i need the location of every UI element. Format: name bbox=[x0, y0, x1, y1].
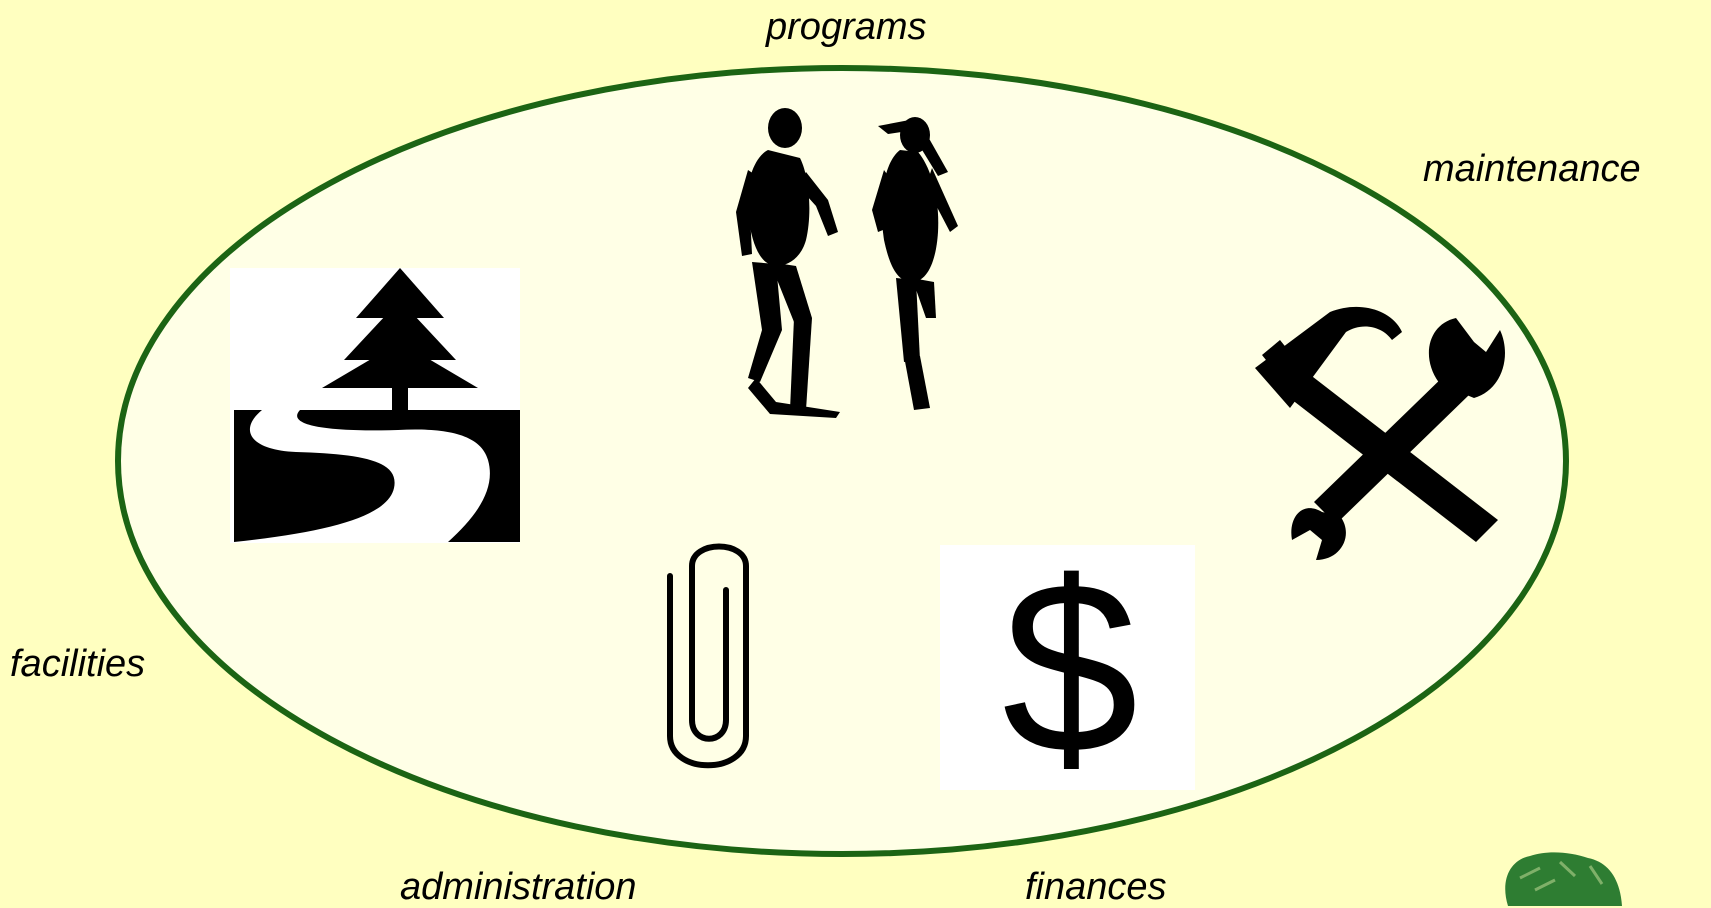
paperclip-icon bbox=[667, 543, 749, 769]
finances-panel bbox=[940, 545, 1195, 790]
tree-path-icon bbox=[234, 268, 520, 542]
label-maintenance: maintenance bbox=[1423, 148, 1641, 190]
runners-icon bbox=[736, 108, 958, 418]
hammer-wrench-icon bbox=[1255, 306, 1505, 560]
label-facilities: facilities bbox=[10, 643, 146, 685]
label-finances: finances bbox=[1025, 866, 1167, 908]
label-administration: administration bbox=[400, 866, 637, 908]
label-programs: programs bbox=[766, 6, 927, 48]
central-ellipse bbox=[115, 65, 1569, 857]
dollar-icon: $ bbox=[1002, 530, 1139, 804]
tree-logo-icon bbox=[1505, 852, 1622, 906]
